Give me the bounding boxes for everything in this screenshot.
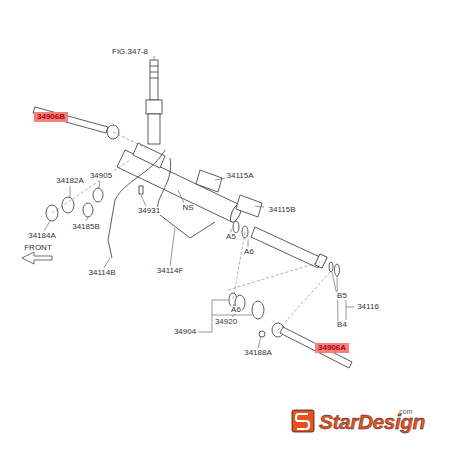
part-34182a	[62, 197, 74, 213]
ring-a5	[233, 221, 239, 233]
leader	[170, 228, 175, 266]
leader	[154, 56, 155, 60]
part-number: 34115A	[226, 172, 255, 180]
part-34185b	[83, 203, 93, 217]
dash-line	[228, 262, 320, 290]
front-arrow	[22, 252, 52, 264]
leader	[99, 181, 100, 188]
part-number: 34920	[214, 318, 238, 326]
logo-icon	[292, 410, 314, 432]
pipe-34114b	[108, 150, 165, 258]
leader	[255, 206, 264, 207]
highlighted-part-number: 34906B	[34, 112, 68, 122]
part-label: A6	[230, 306, 242, 314]
pinion-shaft	[150, 60, 158, 100]
dash-line	[233, 232, 245, 300]
leader	[141, 195, 146, 206]
seal-b5	[329, 262, 333, 272]
part-number: 34188A	[243, 349, 273, 357]
leader	[258, 337, 261, 348]
part-34904	[252, 301, 264, 319]
part-number: 34182A	[55, 177, 85, 185]
rack-housing	[117, 150, 240, 222]
part-label: B5	[336, 292, 348, 300]
part-label: A6	[243, 248, 255, 256]
part-number: 34184A	[27, 232, 57, 240]
part-number: 34931	[137, 207, 161, 215]
bracket-34904	[198, 300, 252, 332]
part-number: 34904	[173, 328, 197, 336]
part-number: 34114F	[156, 267, 185, 275]
part-number: 34905	[89, 172, 113, 180]
logo-text: .com	[396, 408, 413, 415]
part-label: A5	[225, 233, 237, 241]
ring-b4	[335, 264, 340, 276]
part-number: 34185B	[71, 223, 101, 231]
part-number: 34115B	[268, 206, 297, 214]
valve-housing	[148, 114, 160, 144]
valve-body	[146, 100, 162, 114]
tie-rod-left	[33, 107, 108, 133]
direction-label: FRONT	[23, 244, 53, 252]
bushing-34115a	[196, 170, 222, 192]
figure-reference: FIG.347-8	[111, 48, 149, 56]
leader	[44, 221, 50, 231]
dash-line	[113, 132, 146, 148]
dash-line	[52, 160, 130, 213]
housing-head	[133, 143, 165, 168]
part-34905	[93, 188, 103, 202]
highlighted-part-number: 34906A	[315, 343, 349, 353]
leader	[231, 229, 232, 232]
rack-end	[315, 254, 327, 268]
leader	[178, 190, 184, 203]
dash-line	[278, 272, 330, 330]
leader	[248, 239, 249, 247]
tie-rod-right	[280, 327, 352, 368]
leader	[86, 217, 88, 221]
part-number: 34114B	[88, 269, 117, 277]
leader	[104, 258, 110, 268]
part-34931	[139, 186, 143, 194]
leader	[215, 178, 226, 180]
part-label: NS	[181, 204, 194, 212]
leader	[70, 186, 71, 197]
part-number: 34116	[356, 303, 380, 311]
part-label: B4	[336, 321, 348, 329]
bushing-34115b	[236, 195, 262, 217]
pipe-34114f	[158, 158, 215, 238]
part-34188a	[259, 331, 265, 337]
spline	[150, 66, 158, 78]
bracket-34116	[346, 300, 354, 320]
rack-bar	[251, 227, 322, 268]
